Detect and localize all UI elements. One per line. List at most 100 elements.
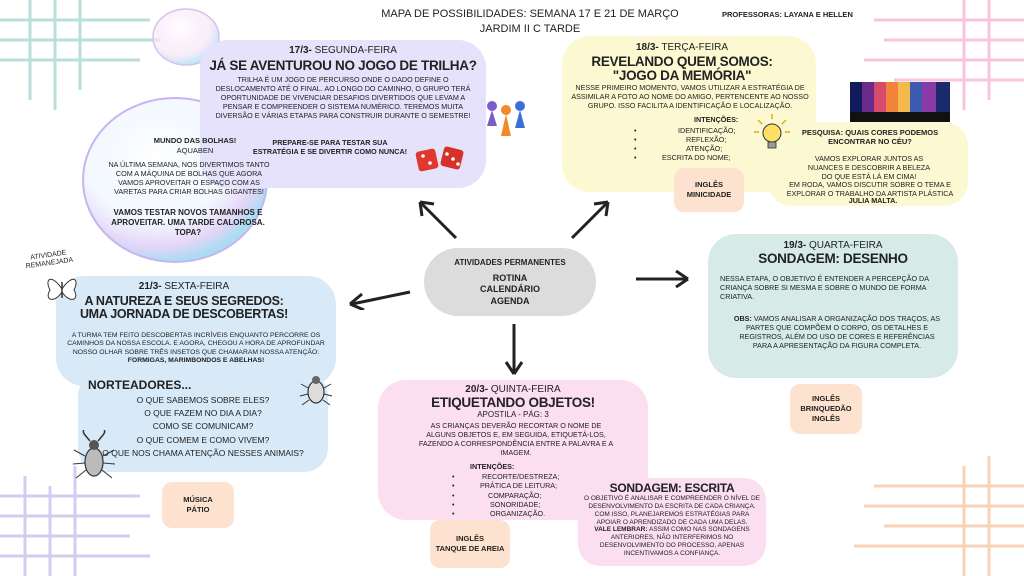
sky-text2: EM RODA, VAMOS DISCUTIR SOBRE O TEMA E E… [786,180,954,198]
monday-day-number: 17/3- [289,45,312,56]
monday-day: 17/3- SEGUNDA-FEIRA [200,45,486,56]
list-item: •SONORIDADE; [452,500,541,510]
bubbles-subtitle: AQUABEN [176,146,214,155]
corner-lines-top-left [0,0,160,110]
tag-line: INGLÊS [456,534,484,544]
friday-guides-title: NORTEADORES... [88,378,192,392]
wednesday-card: 19/3- QUARTA-FEIRA SONDAGEM: DESENHO NES… [708,234,958,378]
writing-remember-text: ASSIM COMO NAS SONDAGENS ANTERIORES, NÃO… [599,526,750,558]
list-item: O QUE SABEMOS SOBRE ELES? [136,395,270,405]
tag-line: BRINQUEDÃO [800,404,852,414]
permanent-activities-card: ATIVIDADES PERMANENTES ROTINA CALENDÁRIO… [424,248,596,316]
arrow-to-friday [349,290,411,310]
list-item: O QUE NOS CHAMA ATENÇÃO NESSES ANIMAIS? [102,447,304,458]
arrow-to-monday [418,200,458,240]
wednesday-day: 19/3- QUARTA-FEIRA [708,240,958,251]
tag-line: INGLÊS [812,413,840,423]
tag-line: INGLÊS [695,180,723,190]
list-item: •ESCRITA DO NOME; [634,153,731,162]
friday-day-name: SEXTA-FEIRA [164,281,230,292]
list-item: •COMPARAÇÃO; [452,490,542,500]
tag-line: INGLÊS [812,394,840,404]
thursday-day: 20/3- QUINTA-FEIRA [378,384,648,395]
wednesday-obs-text: VAMOS ANALISAR A ORGANIZAÇÃO DOS TRAÇOS,… [739,314,941,350]
light-bulb-icon [754,114,790,149]
teachers-label: PROFESSORAS: LAYANA E HELLEN [722,10,853,19]
arrow-to-wednesday [636,269,689,289]
permanent-activities-list: ROTINA CALENDÁRIO AGENDA [424,273,596,307]
page-title-line2: JARDIM II C TARDE [479,22,581,35]
tuesday-intentions-list: •IDENTIFICAÇÃO; •REFLEXÃO; •ATENÇÃO; •ES… [634,126,794,162]
wednesday-text: NESSA ETAPA, O OBJETIVO É ENTENDER A PER… [720,274,929,301]
wednesday-day-name: QUARTA-FEIRA [809,240,883,251]
sky-palette-image [850,82,950,122]
list-item: •ORGANIZAÇÃO. [452,509,546,519]
tuesday-day-number: 18/3- [635,42,659,53]
dice-icon [415,146,464,172]
friday-card: 21/3- SEXTA-FEIRA A NATUREZA E SEUS SEGR… [56,276,336,386]
monday-day-name: SEGUNDA-FEIRA [314,45,397,56]
page-title: MAPA DE POSSIBILIDADES: SEMANA 17 E 21 D… [350,7,710,37]
thursday-day-name: QUINTA-FEIRA [490,384,561,395]
bubbles-text: NA ÚLTIMA SEMANA, NOS DIVERTIMOS TANTO C… [108,160,270,196]
tuesday-day-name: TERÇA-FEIRA [661,42,729,53]
tuesday-intentions-title: INTENÇÕES: [694,115,739,124]
list-item: •PRÁTICA DE LEITURA; [452,481,558,491]
wednesday-day-number: 19/3- [783,240,807,251]
tag-line: PÁTIO [186,505,210,514]
writing-text: O OBJETIVO É ANALISAR E COMPREENDER O NÍ… [583,495,761,527]
page-title-line1: MAPA DE POSSIBILIDADES: SEMANA 17 E 21 D… [381,8,679,20]
friday-heading: A NATUREZA E SEUS SEGREDOS: UMA JORNADA … [56,294,312,322]
friday-guides-card: NORTEADORES... O QUE SABEMOS SOBRE ELES?… [78,372,328,472]
arrow-to-tuesday [570,200,610,240]
monday-text: TRILHA É UM JOGO DE PERCURSO ONDE O DADO… [215,75,471,120]
rescheduled-sticker: ATIVIDADE REMANEJADA [25,249,74,270]
thursday-text: AS CRIANÇAS DEVERÃO RECORTAR O NOME DE A… [418,421,614,457]
monday-cta: PREPARE-SE PARA TESTAR SUA ESTRATÉGIA E … [252,138,408,156]
list-item: ROTINA [492,273,528,283]
thursday-heading: ETIQUETANDO OBJETOS! [431,395,595,410]
bubbles-title: MUNDO DAS BOLHAS! [153,136,237,145]
tag-line: MÚSICA [183,495,213,505]
tuesday-heading-line1: REVELANDO QUEM SOMOS: [591,54,773,69]
corner-lines-bottom-left [0,466,150,576]
list-item: •ATENÇÃO; [634,144,723,153]
friday-questions: O QUE SABEMOS SOBRE ELES? O QUE FAZEM NO… [78,394,328,460]
list-item: AGENDA [490,295,530,306]
sky-title: PESQUISA: QUAIS CORES PODEMOS ENCONTRAR … [801,128,939,147]
writing-card: SONDAGEM: ESCRITA O OBJETIVO É ANALISAR … [578,478,766,566]
arrow-to-thursday [504,324,524,375]
sky-card: PESQUISA: QUAIS CORES PODEMOS ENCONTRAR … [768,122,968,206]
wednesday-obs: OBS: VAMOS ANALISAR A ORGANIZAÇÃO DOS TR… [730,314,944,350]
corner-lines-top-right [864,0,1024,110]
bubbles-cta: VAMOS TESTAR NOVOS TAMANHOS E APROVEITAR… [111,208,265,237]
thursday-intentions-list: •RECORTE/DESTREZA; •PRÁTICA DE LEITURA; … [452,472,572,519]
writing-remember-label: VALE LEMBRAR: [594,526,648,533]
friday-text: A TURMA TEM FEITO DESCOBERTAS INCRÍVEIS … [67,332,325,356]
game-pieces-icon [487,101,525,136]
friday-day: 21/3- SEXTA-FEIRA [56,281,312,292]
list-item: •REFLEXÃO; [634,135,727,144]
permanent-activities-title: ATIVIDADES PERMANENTES [454,258,566,267]
tuesday-heading: REVELANDO QUEM SOMOS: "JOGO DA MEMÓRIA" [562,54,802,84]
thursday-intentions-title: INTENÇÕES: [470,462,515,471]
stag-beetle-icon [72,430,116,479]
bubbles-card: MUNDO DAS BOLHAS! AQUABEN NA ÚLTIMA SEMA… [90,136,280,237]
sky-artist: JULIA MALTA. [848,196,898,205]
friday-heading-line1: A NATUREZA E SEUS SEGREDOS: [84,294,284,308]
list-item: O QUE COMEM E COMO VIVEM? [136,434,270,445]
monday-card: 17/3- SEGUNDA-FEIRA JÁ SE AVENTUROU NO J… [200,40,486,188]
writing-remember: VALE LEMBRAR: ASSIM COMO NAS SONDAGENS A… [582,526,762,559]
tuesday-heading-line2: "JOGO DA MEMÓRIA" [612,68,752,84]
list-item: O QUE FAZEM NO DIA A DIA? [144,408,262,419]
friday-day-number: 21/3- [138,281,162,292]
tuesday-text: NESSE PRIMEIRO MOMENTO, VAMOS UTILIZAR A… [571,83,809,110]
writing-heading: SONDAGEM: ESCRITA [609,481,735,495]
friday-heading-line2: UMA JORNADA DE DESCOBERTAS! [79,307,289,322]
beetle-icon [299,376,333,406]
list-item: •IDENTIFICAÇÃO; [634,126,736,135]
